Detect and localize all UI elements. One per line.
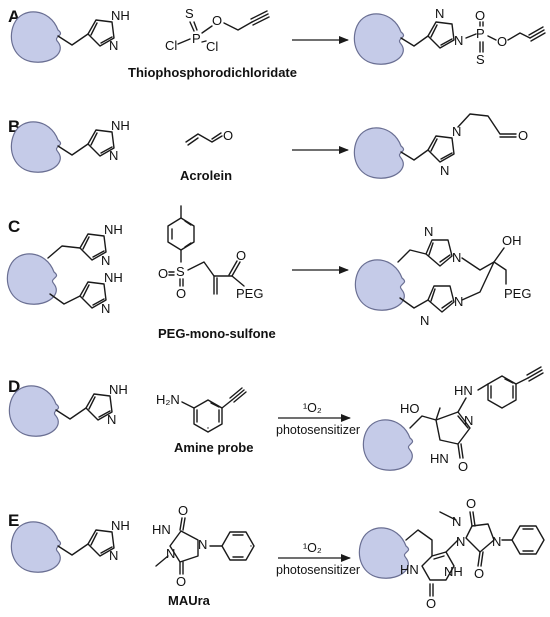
cl-label: Cl (206, 39, 218, 54)
oh-label: OH (502, 233, 522, 248)
p-label: P (192, 31, 201, 46)
nh-label: NH (111, 118, 130, 133)
n-label: N (435, 6, 444, 21)
n-label: N (440, 163, 449, 178)
panel-letter: E (8, 511, 19, 530)
o-label: O (158, 266, 168, 281)
reagent-name: PEG-mono-sulfone (158, 326, 276, 341)
s-label: S (176, 264, 185, 279)
n-label: N (101, 253, 110, 268)
reagent-thiophosphorodichloridate: S P Cl Cl O Thiophosphorodichloridate (128, 6, 297, 80)
hn-label: HN (152, 522, 171, 537)
reagent-maura: O HN N N O MAUra (152, 503, 255, 608)
o-label: O (458, 459, 468, 474)
n-label: N (454, 294, 463, 309)
n-label: N (166, 546, 175, 561)
peg-label: PEG (504, 286, 531, 301)
o-label: O (475, 8, 485, 23)
conditions-photosensitizer: photosensitizer (276, 423, 360, 437)
s-label: S (476, 52, 485, 67)
n-label: N (101, 301, 110, 316)
n-label: N (109, 148, 118, 163)
o-label: O (426, 596, 436, 611)
n-label: N (452, 514, 461, 529)
protein-bis-histidine: NH N NH N (6, 222, 123, 316)
protein-blob (10, 521, 62, 573)
nh-label: NH (444, 564, 463, 579)
reagent-acrolein: O Acrolein (180, 128, 233, 183)
hn-label: HN (430, 451, 449, 466)
n-label: N (454, 33, 463, 48)
n-label: N (109, 548, 118, 563)
protein-blob (354, 259, 406, 311)
protein-blob (10, 121, 62, 173)
conditions-singlet-oxygen: ¹O₂ (303, 401, 322, 415)
protein-blob (10, 11, 62, 63)
protein-blob (6, 253, 58, 305)
o-label: O (518, 128, 528, 143)
s-label: S (185, 6, 194, 21)
protein-histidine: NH N (8, 382, 128, 437)
cl-label: Cl (165, 38, 177, 53)
product: N N N N OH PEG (354, 224, 531, 328)
protein-histidine: NH N (10, 118, 130, 173)
conditions-photosensitizer: photosensitizer (276, 563, 360, 577)
o-label: O (176, 286, 186, 301)
protein-blob (362, 419, 414, 471)
panel-d: D NH N H₂N Amine probe ¹O₂ photosensitiz… (8, 366, 544, 474)
o-label: O (236, 248, 246, 263)
n-label: N (452, 124, 461, 139)
nh-label: NH (109, 382, 128, 397)
product: HN NH O N N O N O (358, 496, 545, 611)
reagent-name: Amine probe (174, 440, 253, 455)
o-label: O (466, 496, 476, 511)
reagent-name: MAUra (168, 593, 211, 608)
protein-blob (353, 127, 405, 179)
o-label: O (497, 34, 507, 49)
ho-label: HO (400, 401, 420, 416)
o-label: O (176, 574, 186, 589)
nh-label: NH (104, 270, 123, 285)
n-label: N (464, 413, 473, 428)
panel-e: E NH N O HN N N O MAUra ¹O₂ phot (8, 496, 545, 611)
p-label: P (476, 26, 485, 41)
o-label: O (474, 566, 484, 581)
product: N N P O S O (353, 6, 546, 67)
n-label: N (424, 224, 433, 239)
hn-label: HN (400, 562, 419, 577)
product: HO N HN O HN (362, 366, 544, 474)
product: N N O (353, 113, 528, 179)
n-label: N (109, 38, 118, 53)
panel-b: B NH N O Acrolein N N (8, 113, 528, 183)
panel-c: C NH N NH N S O O (6, 205, 531, 341)
reagent-name: Thiophosphorodichloridate (128, 65, 297, 80)
n-label: N (492, 534, 501, 549)
nh-label: NH (111, 8, 130, 23)
reagent-name: Acrolein (180, 168, 232, 183)
n-label: N (420, 313, 429, 328)
n-label: N (107, 412, 116, 427)
peg-label: PEG (236, 286, 263, 301)
n-label: N (456, 534, 465, 549)
panel-a: A NH N S P Cl Cl O Thiophosphorodichlori… (8, 6, 546, 80)
nh-label: NH (104, 222, 123, 237)
o-label: O (223, 128, 233, 143)
o-label: O (212, 13, 222, 28)
h2n-label: H₂N (156, 392, 180, 407)
conditions-singlet-oxygen: ¹O₂ (303, 541, 322, 555)
panel-letter: C (8, 217, 20, 236)
o-label: O (178, 503, 188, 518)
protein-blob (353, 13, 405, 65)
protein-histidine: NH N (10, 518, 130, 573)
n-label: N (198, 537, 207, 552)
reagent-peg-mono-sulfone: S O O O PEG PEG-mono-sulfone (158, 205, 276, 341)
nh-label: NH (111, 518, 130, 533)
protein-blob (8, 385, 60, 437)
n-label: N (452, 250, 461, 265)
reagent-amine-probe: H₂N Amine probe (156, 387, 253, 455)
hn-label: HN (454, 383, 473, 398)
protein-histidine: NH N (10, 8, 130, 63)
